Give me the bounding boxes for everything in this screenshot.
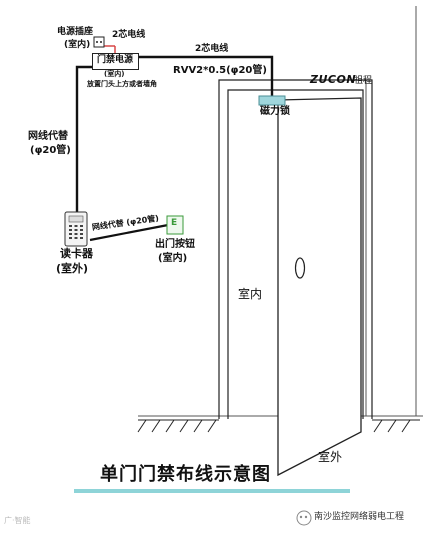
title-underline [74,489,350,493]
exit-button-glyph: E [171,218,178,228]
wire-2core-right: 2芯电线 [195,44,229,54]
door-handle [294,257,306,279]
maglock [258,95,286,106]
exit-button-label: 出门按钮 [155,239,195,250]
brand-cn: 祖程 [354,76,373,86]
power-box-location: (室内) [104,70,125,78]
page-title: 单门门禁布线示意图 [100,464,271,485]
door-leaf [277,97,362,477]
socket-hole [100,41,102,43]
wechat-logo-icon [296,510,312,526]
card-reader-icon [64,211,88,247]
door-frame [218,79,373,419]
indoor-label: 室内 [238,287,263,301]
floor-hatching [137,419,420,433]
net-cable-diag [89,223,169,242]
wire-spec: RVV2*0.5(φ20管) [173,65,267,76]
watermark-left: 广·智能 [4,516,31,525]
wire-2core-top: 2芯电线 [112,30,146,40]
exit-button-location: (室内) [158,253,188,264]
cable-lines [75,55,274,213]
reader-location: (室外) [56,262,89,275]
net-cable-vertical-pipe: (φ20管) [30,145,71,156]
net-cable-vertical-label: 网线代替 [28,131,68,142]
power-supply-label: 门禁电源 [96,55,133,65]
socket-hole [96,41,98,43]
maglock-label: 磁力锁 [260,106,290,117]
reader-label: 读卡器 [60,247,93,260]
outdoor-label: 室外 [318,450,343,464]
exit-button-icon [166,215,184,235]
socket-location: (室内) [64,40,91,50]
watermark-right: 南沙监控网络弱电工程 [314,512,405,522]
brand-logo: ZUCON [310,73,357,86]
power-box-note: 放置门头上方或者墙角 [87,80,157,88]
power-supply-box [92,53,139,70]
socket-label: 电源插座 [57,27,94,37]
power-socket [93,36,105,48]
